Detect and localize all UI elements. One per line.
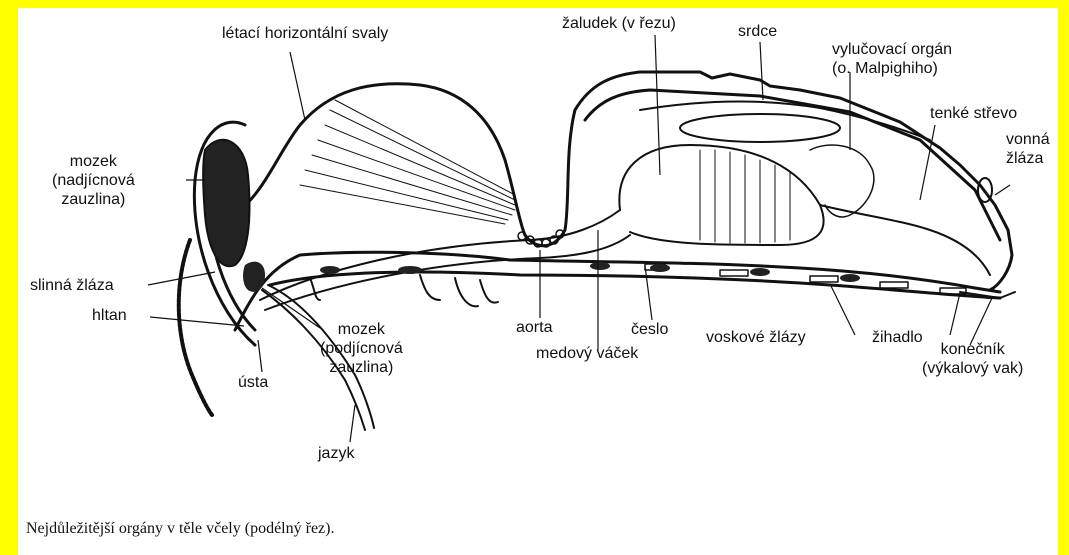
sub-esophageal-ganglion — [243, 262, 265, 292]
label-salivary-gland: slinná žláza — [30, 276, 114, 295]
label-sub-esophageal-brain: mozek (podjícnová zauzlina) — [320, 320, 403, 377]
air-sac — [680, 114, 840, 142]
ventral-lobes — [310, 275, 498, 306]
label-small-intestine: tenké střevo — [930, 104, 1017, 123]
label-ceslo: česlo — [631, 320, 668, 339]
thorax-outline — [240, 84, 525, 235]
label-tongue: jazyk — [318, 444, 354, 463]
figure-caption: Nejdůležitější orgány v těle včely (podé… — [26, 520, 334, 538]
label-heart: srdce — [738, 22, 777, 41]
brain — [203, 140, 249, 266]
label-flight-muscles: létací horizontální svaly — [222, 24, 388, 43]
label-aorta: aorta — [516, 318, 552, 337]
honey-stomach — [619, 145, 823, 245]
nerve-cord-ganglia — [320, 262, 860, 282]
thorax-dip — [525, 110, 575, 246]
leader-lines — [148, 35, 1010, 442]
label-scent-gland: vonná žláza — [1006, 130, 1050, 168]
label-excretory-organ: vylučovací orgán (o. Malpighiho) — [832, 40, 952, 78]
label-wax-glands: voskové žlázy — [706, 328, 806, 347]
heart — [640, 101, 930, 140]
label-rectum: konečník (výkalový vak) — [922, 340, 1023, 378]
label-stomach: žaludek (v řezu) — [562, 14, 676, 33]
label-supra-esophageal-brain: mozek (nadjícnová zauzlina) — [52, 152, 135, 209]
label-mouth: ústa — [238, 373, 268, 392]
label-pharynx: hltan — [92, 306, 127, 325]
body-outline-bottom — [235, 252, 1000, 330]
label-honey-sac: medový váček — [536, 344, 638, 363]
small-intestine — [820, 205, 990, 275]
label-sting: žihadlo — [872, 328, 923, 347]
